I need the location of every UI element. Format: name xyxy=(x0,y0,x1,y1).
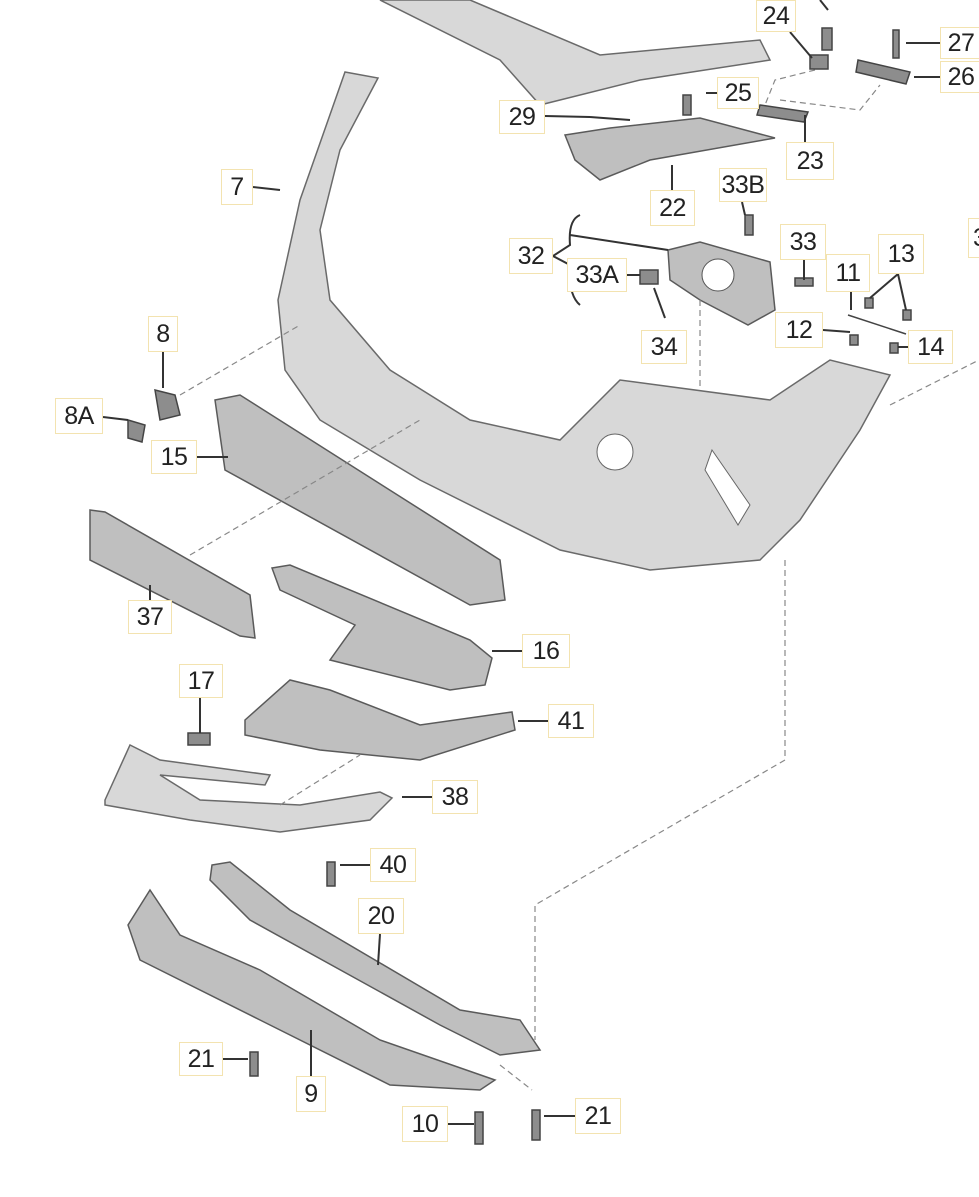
callout-9: 9 xyxy=(296,1076,326,1112)
callout-8: 8 xyxy=(148,316,178,352)
callout-11: 11 xyxy=(826,254,870,292)
callout-33A: 33A xyxy=(567,258,627,292)
callout-40: 40 xyxy=(370,848,416,882)
callout-10: 10 xyxy=(402,1106,448,1142)
part-22-bracket xyxy=(563,117,776,181)
callout-21-left: 21 xyxy=(179,1042,223,1076)
part-38-lip xyxy=(104,743,394,833)
callout-26: 26 xyxy=(940,61,979,93)
callout-37: 37 xyxy=(128,600,172,634)
callout-33B: 33B xyxy=(719,168,767,202)
callout-34: 34 xyxy=(641,330,687,364)
fog-light-opening xyxy=(596,433,634,471)
callout-33: 33 xyxy=(780,224,826,260)
part-9-lower-spoiler xyxy=(127,888,497,1091)
part-16-trim xyxy=(270,564,493,691)
guide-lines xyxy=(179,300,979,1091)
callout-29: 29 xyxy=(499,100,545,134)
callout-16: 16 xyxy=(522,634,570,668)
part-bumper-cover xyxy=(277,71,892,571)
callout-23: 23 xyxy=(786,142,834,180)
callout-14: 14 xyxy=(908,330,953,364)
callout-32: 32 xyxy=(509,238,553,274)
part-23-strip xyxy=(756,104,810,123)
callout-41: 41 xyxy=(548,704,594,738)
callout-8A: 8A xyxy=(55,398,103,434)
callout-21-right: 21 xyxy=(575,1098,621,1134)
callout-22: 22 xyxy=(650,190,695,226)
callout-24: 24 xyxy=(756,0,796,32)
callout-7: 7 xyxy=(221,169,253,205)
part-26-strip xyxy=(855,59,911,85)
callout-3-partial: 3 xyxy=(968,218,979,258)
callout-27: 27 xyxy=(940,27,979,59)
callout-12: 12 xyxy=(775,312,823,348)
leader-lines xyxy=(102,0,940,1125)
callout-38: 38 xyxy=(432,780,478,814)
callout-17: 17 xyxy=(179,664,223,698)
side-vent-opening xyxy=(704,448,751,526)
part-20-spoiler xyxy=(209,861,542,1056)
part-8A-clip xyxy=(127,418,146,443)
callout-20: 20 xyxy=(358,898,404,934)
part-37-license-plate-bracket xyxy=(89,509,256,639)
part-upper-trim xyxy=(379,0,772,106)
callout-15: 15 xyxy=(151,440,197,474)
part-15-grille xyxy=(214,394,506,606)
part-41-trim xyxy=(244,679,516,761)
part-8-bracket xyxy=(154,388,181,421)
callout-13: 13 xyxy=(878,234,924,274)
callout-25: 25 xyxy=(717,77,759,109)
